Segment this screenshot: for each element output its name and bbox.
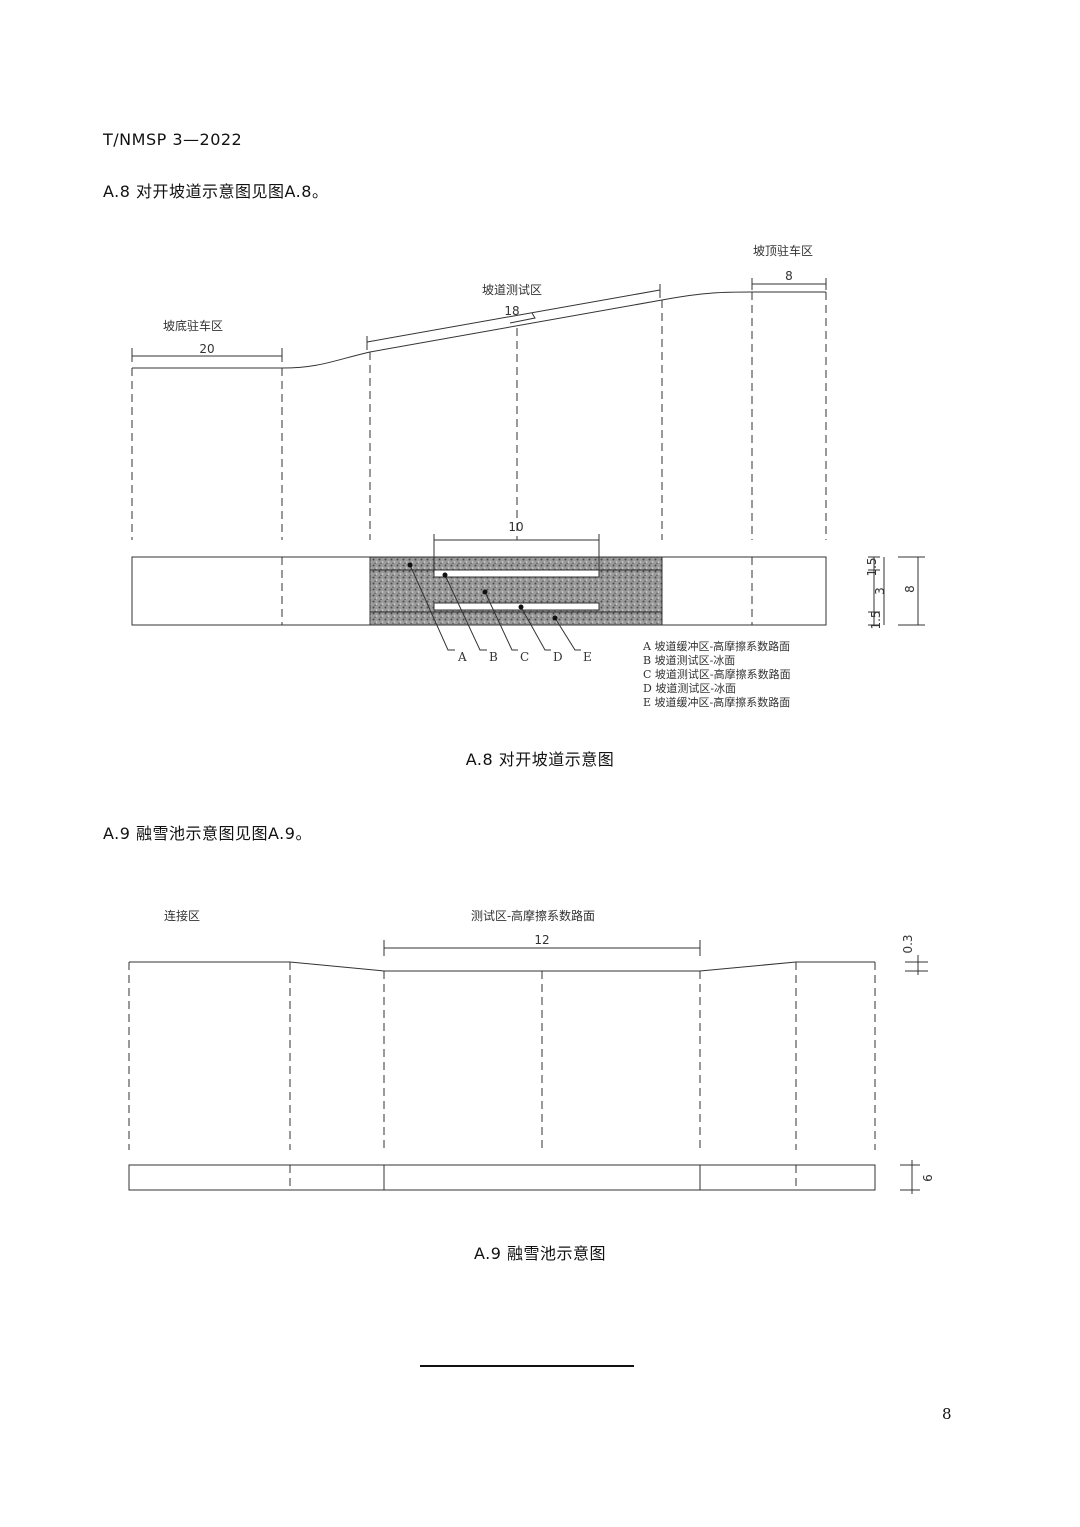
dim-bottom-len: 20	[199, 342, 214, 356]
figure-a8-legend: A 坡道缓冲区-高摩擦系数路面 B 坡道测试区-冰面 C 坡道测试区-高摩擦系数…	[642, 639, 791, 709]
figure-a8-profile	[131, 278, 827, 540]
end-rule	[420, 1365, 634, 1367]
figure-a9-profile	[128, 940, 928, 1150]
zone-test-label: 测试区-高摩擦系数路面	[471, 908, 595, 923]
zone-bottom-parking-label: 坡底驻车区	[163, 318, 223, 333]
legend-item: B 坡道测试区-冰面	[643, 653, 735, 667]
dim-ramp-len: 18	[504, 304, 519, 318]
callout-a: A	[457, 650, 467, 664]
zone-top-parking-label: 坡顶驻车区	[753, 243, 813, 258]
legend-item: E 坡道缓冲区-高摩擦系数路面	[643, 695, 790, 709]
zone-connect-label: 连接区	[164, 908, 200, 923]
figure-a9-caption: A.9 融雪池示意图	[473, 1244, 607, 1263]
legend-item: A 坡道缓冲区-高摩擦系数路面	[642, 639, 790, 653]
dim-w-1-5-bot: 1.5	[869, 610, 883, 629]
zone-ramp-test-label: 坡道测试区	[482, 282, 542, 297]
dim-a9-test-len: 12	[534, 933, 549, 947]
dim-a9-depth: 0.3	[901, 934, 915, 953]
dim-test-len: 10	[508, 520, 523, 534]
figure-a9-plan	[128, 1160, 920, 1194]
callout-b: B	[489, 650, 498, 664]
dim-top-len: 8	[785, 269, 793, 283]
dim-a9-width: 6	[921, 1174, 935, 1182]
figure-a8-caption: A.8 对开坡道示意图	[465, 750, 615, 769]
page-number: 8	[942, 1405, 952, 1423]
callout-c: C	[520, 650, 529, 664]
legend-item: D 坡道测试区-冰面	[643, 681, 736, 695]
section-a8-heading: A.8 对开坡道示意图见图A.8。	[103, 182, 329, 201]
legend-item: C 坡道测试区-高摩擦系数路面	[643, 667, 791, 681]
callout-e: E	[583, 650, 592, 664]
dim-w-1-5-top: 1.5	[865, 557, 879, 576]
dim-w-total: 8	[903, 585, 917, 593]
callout-d: D	[553, 650, 563, 664]
dim-w-3: 3	[873, 587, 887, 595]
figure-a8-plan	[131, 534, 925, 651]
section-a9-heading: A.9 融雪池示意图见图A.9。	[103, 824, 312, 843]
doc-code: T/NMSP 3—2022	[103, 130, 243, 149]
